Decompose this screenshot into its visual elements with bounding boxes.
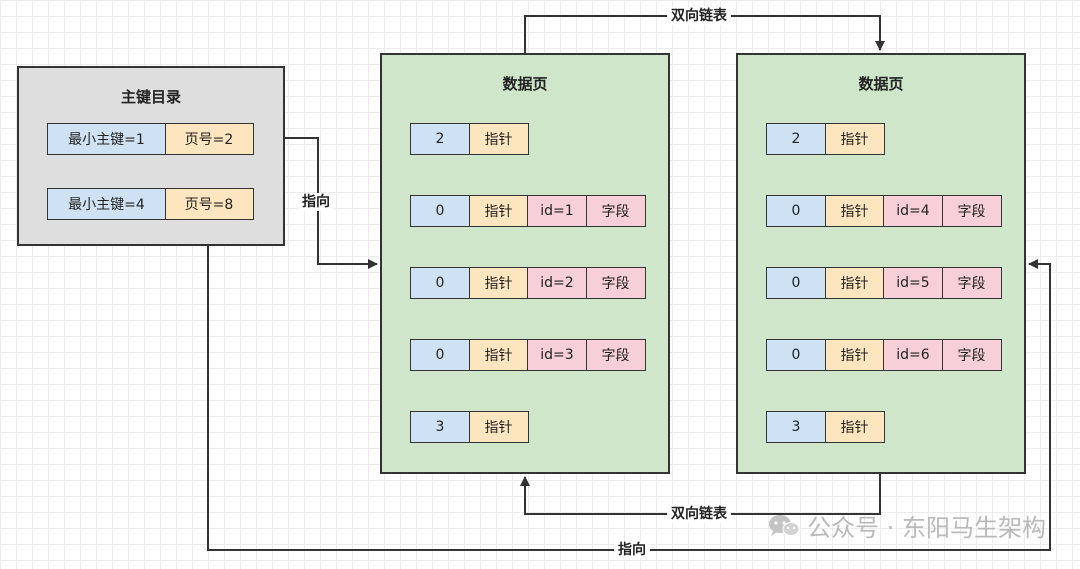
min-key-cell: 最小主键=1 bbox=[47, 123, 166, 155]
page-trailer-record: 3 指针 bbox=[766, 411, 885, 443]
pointer-cell: 指针 bbox=[824, 339, 885, 371]
pointer-cell: 指针 bbox=[468, 267, 529, 299]
data-page-title: 数据页 bbox=[858, 75, 904, 93]
field-cell: 字段 bbox=[585, 195, 646, 227]
field-cell: 字段 bbox=[941, 195, 1002, 227]
pointer-cell: 指针 bbox=[468, 411, 529, 443]
pointer-cell: 指针 bbox=[468, 195, 529, 227]
field-cell: 字段 bbox=[585, 339, 646, 371]
record-count-cell: 0 bbox=[410, 267, 470, 299]
record-count-cell: 2 bbox=[766, 123, 826, 155]
id-cell: id=1 bbox=[527, 195, 587, 227]
record-count-cell: 0 bbox=[766, 267, 826, 299]
pointer-cell: 指针 bbox=[824, 123, 885, 155]
pointer-cell: 指针 bbox=[824, 267, 885, 299]
data-page-1: 数据页 2 指针 0 指针 id=1 字段 0 指针 id=2 字段 0 指针 … bbox=[380, 53, 670, 474]
data-page-2: 数据页 2 指针 0 指针 id=4 字段 0 指针 id=5 字段 0 指针 … bbox=[736, 53, 1026, 474]
id-cell: id=3 bbox=[527, 339, 587, 371]
primary-key-directory: 主键目录 最小主键=1 页号=2 最小主键=4 页号=8 bbox=[17, 66, 285, 246]
id-cell: id=5 bbox=[883, 267, 943, 299]
record-count-cell: 3 bbox=[766, 411, 826, 443]
field-cell: 字段 bbox=[941, 267, 1002, 299]
bottom-linked-list-label: 双向链表 bbox=[667, 505, 731, 523]
record-count-cell: 3 bbox=[410, 411, 470, 443]
pointer-cell: 指针 bbox=[468, 123, 529, 155]
data-record: 0 指针 id=3 字段 bbox=[410, 339, 646, 371]
data-page-title: 数据页 bbox=[502, 75, 548, 93]
field-cell: 字段 bbox=[585, 267, 646, 299]
id-cell: id=2 bbox=[527, 267, 587, 299]
point-to-label: 指向 bbox=[298, 193, 334, 211]
page-header-record: 2 指针 bbox=[410, 123, 529, 155]
data-record: 0 指针 id=4 字段 bbox=[766, 195, 1002, 227]
record-count-cell: 2 bbox=[410, 123, 470, 155]
watermark-text: 公众号 · 东阳马生架构 bbox=[807, 514, 1046, 542]
data-record: 0 指针 id=6 字段 bbox=[766, 339, 1002, 371]
pointer-cell: 指针 bbox=[824, 195, 885, 227]
pointer-cell: 指针 bbox=[824, 411, 885, 443]
record-count-cell: 0 bbox=[766, 339, 826, 371]
point-to-label: 指向 bbox=[614, 541, 650, 559]
record-count-cell: 0 bbox=[766, 195, 826, 227]
wechat-icon bbox=[769, 514, 800, 536]
pointer-cell: 指针 bbox=[468, 339, 529, 371]
top-linked-list-label: 双向链表 bbox=[667, 7, 731, 25]
directory-title: 主键目录 bbox=[120, 88, 181, 106]
data-record: 0 指针 id=1 字段 bbox=[410, 195, 646, 227]
page-header-record: 2 指针 bbox=[766, 123, 885, 155]
page-number-cell: 页号=8 bbox=[164, 188, 254, 220]
data-record: 0 指针 id=5 字段 bbox=[766, 267, 1002, 299]
record-count-cell: 0 bbox=[410, 195, 470, 227]
id-cell: id=6 bbox=[883, 339, 943, 371]
page-number-cell: 页号=2 bbox=[164, 123, 254, 155]
watermark: 公众号 · 东阳马生架构 bbox=[767, 508, 1046, 543]
directory-entry: 最小主键=1 页号=2 bbox=[47, 123, 254, 155]
record-count-cell: 0 bbox=[410, 339, 470, 371]
id-cell: id=4 bbox=[883, 195, 943, 227]
field-cell: 字段 bbox=[941, 339, 1002, 371]
data-record: 0 指针 id=2 字段 bbox=[410, 267, 646, 299]
directory-entry: 最小主键=4 页号=8 bbox=[47, 188, 254, 220]
min-key-cell: 最小主键=4 bbox=[47, 188, 166, 220]
page-trailer-record: 3 指针 bbox=[410, 411, 529, 443]
